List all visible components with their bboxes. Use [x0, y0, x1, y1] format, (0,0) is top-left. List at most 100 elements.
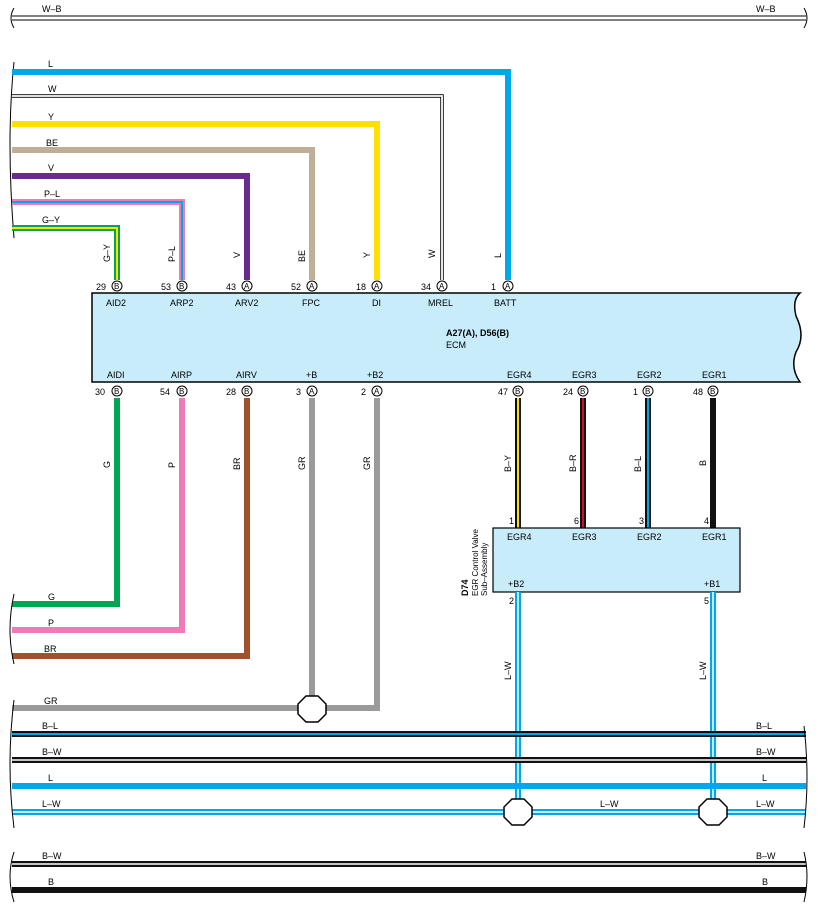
svg-text:B: B	[645, 387, 650, 396]
svg-text:54: 54	[160, 387, 170, 397]
svg-text:B: B	[710, 387, 715, 396]
svg-text:AIRP: AIRP	[171, 370, 192, 380]
ecm-pin-di: 18 A DI	[356, 280, 383, 308]
svg-text:L–W: L–W	[756, 799, 775, 809]
svg-text:18: 18	[356, 282, 366, 292]
egr-valve-name-line2: Sub–Assembly	[480, 543, 489, 596]
wire-label-p: P	[48, 618, 54, 628]
wire-label-p-l: P–L	[44, 189, 60, 199]
svg-text:B: B	[580, 387, 585, 396]
svg-text:34: 34	[421, 282, 431, 292]
ecm-bottom-wire-label-egr3: B–R	[568, 454, 578, 472]
svg-text:ARP2: ARP2	[170, 298, 194, 308]
svg-text:EGR4: EGR4	[507, 370, 532, 380]
ecm-pin-arp2: 53 B ARP2	[161, 280, 194, 308]
svg-text:1: 1	[491, 282, 496, 292]
svg-text:EGR3: EGR3	[572, 370, 597, 380]
wire-label-gr: GR	[44, 696, 58, 706]
svg-text:EGR1: EGR1	[702, 532, 727, 542]
egr-valve-name-line1: EGR Control Valve	[471, 528, 480, 596]
wire-label-be: BE	[46, 138, 58, 148]
svg-text:EGR2: EGR2	[637, 370, 662, 380]
svg-text:+B2: +B2	[367, 370, 383, 380]
bus-b-bottom: B B	[12, 877, 806, 893]
ecm-pin-batt: 1 A BATT	[491, 280, 517, 308]
ecm-bottom-wire-label-egr2: B–L	[633, 456, 643, 472]
svg-text:EGR4: EGR4	[507, 532, 532, 542]
ecm-bottom-wire-label-airp: P	[167, 462, 177, 468]
svg-text:B: B	[515, 387, 520, 396]
svg-text:FPC: FPC	[302, 298, 321, 308]
svg-text:A: A	[309, 387, 315, 396]
svg-text:AID2: AID2	[106, 298, 126, 308]
svg-text:52: 52	[291, 282, 301, 292]
svg-text:53: 53	[161, 282, 171, 292]
svg-text:B–W: B–W	[756, 747, 776, 757]
svg-text:A: A	[439, 282, 445, 291]
ecm-top-wire-label-mrel: W	[427, 249, 437, 258]
svg-text:B–W: B–W	[42, 747, 62, 757]
bus-b-w-bottom: B–W B–W	[12, 851, 806, 867]
wire-gr-b2	[312, 398, 380, 711]
svg-text:ARV2: ARV2	[235, 298, 258, 308]
svg-text:B: B	[762, 877, 768, 887]
wire-gr-b	[12, 398, 315, 711]
splice-l-w-b2	[503, 798, 533, 826]
egr-valve-box: 1 6 3 4 EGR4 EGR3 EGR2 EGR1 +B2 +B1	[492, 516, 741, 593]
svg-text:L–W: L–W	[42, 799, 61, 809]
svg-text:B: B	[114, 282, 119, 291]
svg-text:B–W: B–W	[756, 851, 776, 861]
svg-text:2: 2	[509, 596, 514, 606]
svg-text:MREL: MREL	[428, 298, 453, 308]
svg-text:B: B	[179, 282, 184, 291]
ecm-top-wire-label-fpc: BE	[297, 250, 307, 262]
ecm-bottom-wire-label-b2: GR	[362, 456, 372, 470]
ecm-bottom-pin-names: AIDI AIRP AIRV +B +B2 EGR4 EGR3 EGR2 EGR…	[107, 370, 727, 380]
svg-text:47: 47	[498, 387, 508, 397]
wire-label-g-y: G–Y	[42, 215, 60, 225]
wire-label-v: V	[48, 163, 54, 173]
ecm-bottom-wire-label-egr4: B–Y	[503, 455, 513, 472]
svg-text:24: 24	[563, 387, 573, 397]
wire-p-l: P–L	[12, 189, 185, 280]
wire-y: Y	[12, 112, 380, 280]
egr-valve-code: D74	[460, 579, 470, 596]
ecm-pin-arv2: 43 A ARV2	[226, 280, 258, 308]
ecm-top-wire-label-batt: L	[493, 253, 503, 258]
svg-text:A: A	[244, 282, 250, 291]
ecm-bottom-wire-label-airv: BR	[232, 457, 242, 470]
svg-text:AIRV: AIRV	[236, 370, 257, 380]
wire-label-w: W	[48, 84, 57, 94]
bus-l: L L	[12, 773, 806, 789]
svg-text:B: B	[179, 387, 184, 396]
wire-l: L	[12, 59, 511, 280]
top-bus-right-label: W–B	[756, 4, 776, 14]
svg-text:43: 43	[226, 282, 236, 292]
ecm-title: A27(A), D56(B)	[446, 328, 509, 338]
bus-l-w: L–W L–W L–W	[12, 799, 806, 815]
ecm-top-pins: 29 B AID2 53 B ARP2 43 A ARV2 52 A FPC 1…	[96, 280, 517, 308]
svg-text:L: L	[762, 773, 767, 783]
svg-text:B–L: B–L	[756, 721, 772, 731]
ecm-bottom-wire-label-b: GR	[297, 456, 307, 470]
ecm-pin-mrel: 34 A MREL	[421, 280, 453, 308]
svg-text:EGR1: EGR1	[702, 370, 727, 380]
svg-text:30: 30	[95, 387, 105, 397]
ecm-bottom-wire-label-aidi: G	[102, 461, 112, 468]
ecm-name: ECM	[446, 340, 466, 350]
svg-text:2: 2	[361, 387, 366, 397]
svg-text:A: A	[374, 387, 380, 396]
ecm-pin-fpc: 52 A FPC	[291, 280, 321, 308]
svg-text:5: 5	[704, 596, 709, 606]
svg-text:B: B	[48, 877, 54, 887]
svg-text:B: B	[114, 387, 119, 396]
wire-g-y: G–Y	[12, 215, 120, 280]
splice-l-w-b1	[698, 798, 728, 826]
svg-text:A: A	[374, 282, 380, 291]
ecm-top-wire-label-arv2: V	[232, 252, 242, 258]
svg-text:A: A	[309, 282, 315, 291]
svg-text:L: L	[48, 773, 53, 783]
wire-label-g: G	[48, 592, 55, 602]
svg-text:1: 1	[509, 516, 514, 526]
